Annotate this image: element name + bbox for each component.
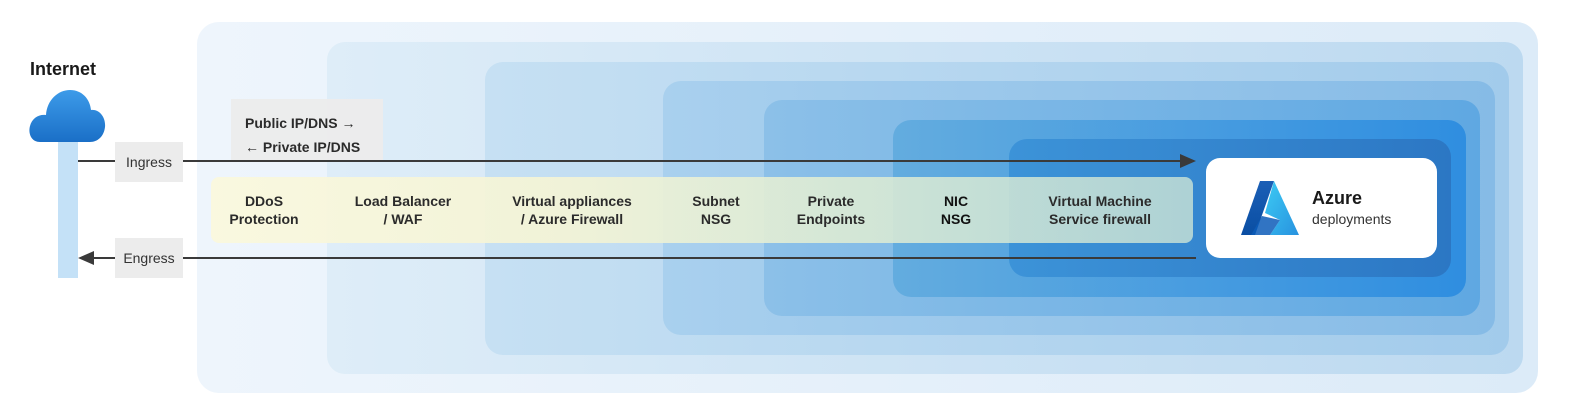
egress-label: Engress	[115, 238, 183, 278]
dns-translation-label: Public IP/DNS → ← Private IP/DNS	[231, 99, 383, 161]
azure-title: Azure	[1312, 188, 1363, 208]
internet-connection-bar	[58, 138, 78, 278]
stage-line: Protection	[229, 211, 299, 227]
stage-line: Private	[807, 193, 855, 209]
stage-line: NSG	[700, 211, 732, 227]
ingress-arrowhead	[1180, 154, 1196, 168]
stage-vm-service-firewall: Virtual Machine Service firewall	[1030, 192, 1170, 228]
private-dns-text: ← Private IP/DNS	[245, 139, 361, 155]
stage-line: Service firewall	[1049, 211, 1151, 227]
azure-deployments-card: Azure deployments	[1206, 158, 1437, 258]
stage-subnet-nsg: Subnet NSG	[676, 192, 756, 228]
public-dns-text: Public IP/DNS →	[245, 115, 356, 131]
stage-line: Virtual Machine	[1048, 193, 1152, 209]
cloud-icon	[29, 90, 106, 142]
stage-line: / WAF	[383, 211, 423, 227]
stage-private-endpoints: Private Endpoints	[781, 192, 881, 228]
stage-line: / Azure Firewall	[520, 211, 624, 227]
stage-load-balancer-waf: Load Balancer / WAF	[338, 192, 468, 228]
azure-subtitle: deployments	[1312, 211, 1392, 227]
internet-title: Internet	[30, 59, 97, 79]
stage-nic-nsg: NIC NSG	[916, 192, 996, 228]
stage-line: Load Balancer	[354, 193, 452, 209]
ingress-label: Ingress	[115, 142, 183, 182]
stage-line: Virtual appliances	[512, 193, 632, 209]
egress-arrowhead	[78, 251, 94, 265]
stage-line: Endpoints	[796, 211, 866, 227]
stage-ddos-protection: DDoS Protection	[218, 192, 310, 228]
security-stages-band	[211, 177, 1193, 243]
stage-line: NIC	[943, 193, 969, 209]
stage-line: DDoS	[244, 193, 284, 209]
azure-logo-icon	[1241, 181, 1299, 235]
stage-line: Subnet	[692, 193, 740, 209]
stage-virtual-appliances-firewall: Virtual appliances / Azure Firewall	[496, 192, 648, 228]
stage-line: NSG	[940, 211, 972, 227]
